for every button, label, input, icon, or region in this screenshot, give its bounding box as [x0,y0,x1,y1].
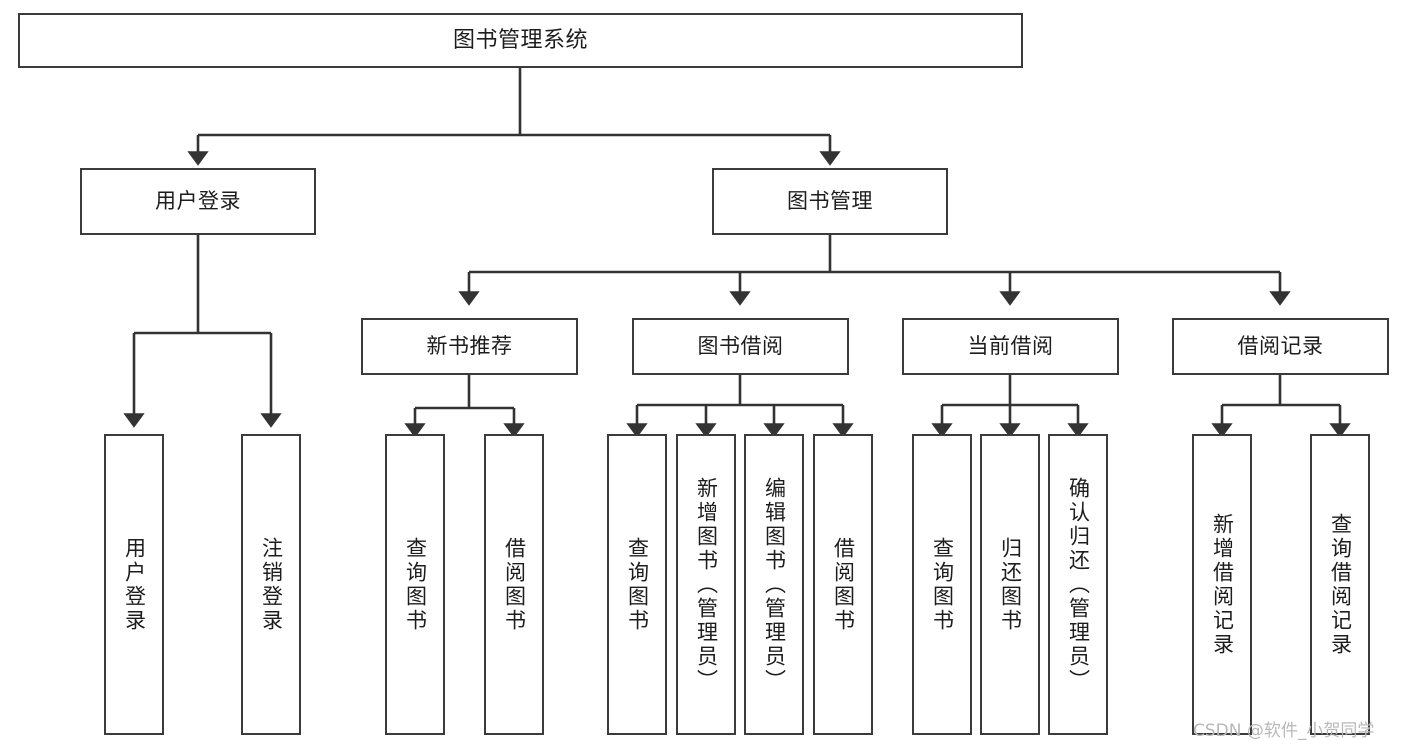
node-label: 图书管理 [787,189,873,214]
node-label: 新书推荐 [426,334,513,359]
node-label: 查询图书 [403,536,428,633]
node-label: 借阅记录 [1237,334,1324,359]
leaf-node-borrow-book-recommend[interactable]: 借阅图书 [484,434,544,735]
node-label: 查询图书 [625,536,650,633]
node-label: 图书借阅 [697,334,784,359]
node-label: 新增借阅记录 [1210,512,1235,657]
node-label: 用户登录 [155,189,241,214]
leaf-node-user-login[interactable]: 用户登录 [104,434,164,735]
leaf-node-confirm-return-admin[interactable]: 确认归还（管理员） [1048,434,1108,735]
node-root-book-management-system[interactable]: 图书管理系统 [18,13,1023,68]
node-label: 当前借阅 [967,334,1054,359]
node-book-borrow[interactable]: 图书借阅 [632,318,849,375]
node-label: 借阅图书 [502,536,527,633]
leaf-node-logout[interactable]: 注销登录 [241,434,301,735]
node-label: 注销登录 [259,536,284,633]
node-label: 借阅图书 [831,536,856,633]
leaf-node-query-book-current[interactable]: 查询图书 [912,434,972,735]
leaf-node-borrow-book[interactable]: 借阅图书 [813,434,873,735]
leaf-node-add-book-admin[interactable]: 新增图书（管理员） [676,434,736,735]
node-borrow-records[interactable]: 借阅记录 [1172,318,1389,375]
csdn-watermark: CSDN @软件_小贺同学 [1193,721,1375,741]
leaf-node-query-book-recommend[interactable]: 查询图书 [385,434,445,735]
leaf-node-return-book[interactable]: 归还图书 [980,434,1040,735]
node-current-borrow[interactable]: 当前借阅 [902,318,1119,375]
node-label: 用户登录 [122,536,147,633]
node-label: 查询借阅记录 [1328,512,1353,657]
leaf-node-add-borrow-record[interactable]: 新增借阅记录 [1192,434,1252,735]
node-label: 归还图书 [998,536,1023,633]
node-user-login[interactable]: 用户登录 [80,168,316,235]
node-label: 新增图书（管理员） [694,476,719,693]
node-book-management[interactable]: 图书管理 [712,168,948,235]
node-label: 编辑图书（管理员） [762,476,787,693]
node-label: 确认归还（管理员） [1066,476,1091,693]
leaf-node-query-book[interactable]: 查询图书 [607,434,667,735]
node-label: 查询图书 [930,536,955,633]
leaf-node-edit-book-admin[interactable]: 编辑图书（管理员） [744,434,804,735]
node-label: 图书管理系统 [452,27,588,53]
node-new-book-recommend[interactable]: 新书推荐 [361,318,578,375]
leaf-node-query-borrow-record[interactable]: 查询借阅记录 [1310,434,1370,735]
